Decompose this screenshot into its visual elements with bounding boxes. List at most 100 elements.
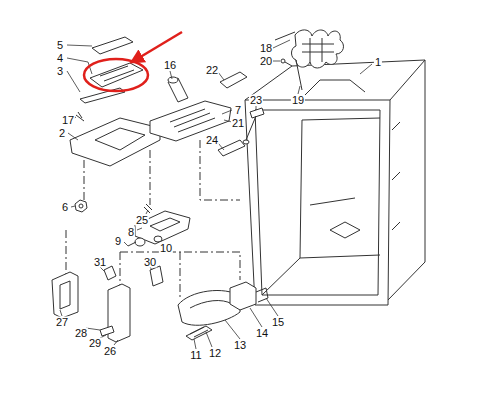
leader-lines bbox=[222, 110, 232, 114]
callout-number: 28 bbox=[74, 328, 88, 339]
parts bbox=[230, 282, 256, 310]
callout-number: 1 bbox=[374, 57, 382, 68]
parts bbox=[104, 266, 116, 280]
parts bbox=[285, 62, 292, 66]
callout-number: 12 bbox=[208, 348, 222, 359]
parts bbox=[90, 63, 143, 87]
leader-lines bbox=[266, 298, 278, 316]
liner bbox=[300, 118, 380, 258]
leader-lines bbox=[137, 228, 142, 230]
callout-number: 23 bbox=[249, 95, 263, 106]
leader-lines bbox=[114, 340, 118, 345]
leader-lines bbox=[194, 339, 196, 349]
liner bbox=[245, 60, 425, 305]
callout-number: 2 bbox=[58, 128, 66, 139]
callout-number: 8 bbox=[127, 227, 135, 238]
liner bbox=[392, 122, 400, 230]
callout-number: 24 bbox=[205, 135, 219, 146]
leader-lines bbox=[256, 106, 257, 110]
dashed-guides bbox=[150, 150, 151, 205]
liner bbox=[390, 60, 425, 100]
parts bbox=[246, 116, 256, 140]
parts bbox=[220, 72, 247, 88]
callout-number: 19 bbox=[291, 95, 305, 106]
leader-lines bbox=[68, 133, 78, 140]
callout-number: 16 bbox=[163, 60, 177, 71]
dashed-guides bbox=[66, 140, 240, 300]
leader-lines bbox=[170, 71, 172, 79]
leader-lines bbox=[206, 332, 212, 347]
callout-number: 18 bbox=[259, 43, 273, 54]
parts bbox=[154, 236, 162, 242]
parts bbox=[150, 266, 163, 286]
parts bbox=[243, 140, 249, 144]
parts bbox=[250, 108, 264, 118]
parts bbox=[75, 200, 87, 212]
liner bbox=[330, 222, 360, 238]
liner bbox=[245, 100, 390, 305]
parts bbox=[296, 60, 302, 90]
callout-number: 25 bbox=[135, 215, 149, 226]
parts bbox=[170, 109, 215, 132]
parts bbox=[256, 288, 268, 302]
callout-number: 26 bbox=[103, 346, 117, 357]
parts bbox=[70, 118, 160, 166]
parts bbox=[302, 38, 334, 62]
parts bbox=[144, 204, 152, 213]
leader-lines bbox=[67, 71, 80, 92]
callout-number: 4 bbox=[56, 53, 64, 64]
leader-lines bbox=[60, 310, 62, 316]
callout-number: 11 bbox=[189, 350, 202, 361]
callout-number: 29 bbox=[88, 338, 102, 349]
dashed-guides bbox=[66, 230, 67, 275]
parts bbox=[100, 66, 134, 81]
callout-number: 22 bbox=[205, 65, 219, 76]
parts bbox=[128, 242, 136, 246]
parts bbox=[292, 30, 344, 68]
parts bbox=[60, 281, 70, 309]
highlight bbox=[84, 32, 182, 91]
callout-number: 21 bbox=[231, 118, 245, 129]
leader-lines bbox=[146, 210, 148, 214]
parts bbox=[150, 218, 180, 231]
callout-number: 6 bbox=[61, 202, 69, 213]
leader-lines bbox=[250, 308, 262, 327]
callout-number: 5 bbox=[56, 40, 64, 51]
callout-number: 27 bbox=[55, 317, 69, 328]
callout-number: 3 bbox=[56, 66, 64, 77]
parts bbox=[275, 32, 295, 40]
parts bbox=[168, 78, 188, 102]
leader-lines bbox=[360, 64, 372, 74]
callout-number: 31 bbox=[93, 257, 107, 268]
callout-number: 10 bbox=[159, 243, 173, 254]
parts bbox=[95, 128, 145, 150]
leader-lines bbox=[60, 40, 372, 349]
parts bbox=[190, 327, 208, 337]
callout-number: 30 bbox=[143, 257, 157, 268]
callout-number: 17 bbox=[61, 115, 75, 126]
parts bbox=[168, 77, 178, 83]
callout-number: 14 bbox=[255, 328, 269, 339]
parts bbox=[190, 301, 232, 308]
leader-lines bbox=[67, 45, 92, 46]
parts bbox=[79, 204, 83, 208]
leader-lines bbox=[298, 86, 300, 94]
leader-lines bbox=[273, 61, 280, 62]
callout-number: 15 bbox=[271, 317, 285, 328]
liner bbox=[255, 110, 380, 295]
parts bbox=[92, 37, 133, 54]
liner bbox=[310, 198, 355, 205]
callout-number: 20 bbox=[259, 56, 273, 67]
parts bbox=[281, 59, 285, 63]
parts bbox=[76, 112, 84, 121]
dashed-guides bbox=[180, 252, 181, 300]
leader-lines bbox=[225, 320, 240, 339]
leader-lines bbox=[71, 206, 75, 207]
liner bbox=[305, 80, 365, 95]
callout-number: 9 bbox=[114, 236, 122, 247]
callout-number: 7 bbox=[234, 105, 242, 116]
parts bbox=[218, 140, 245, 156]
leader-lines bbox=[273, 40, 290, 48]
